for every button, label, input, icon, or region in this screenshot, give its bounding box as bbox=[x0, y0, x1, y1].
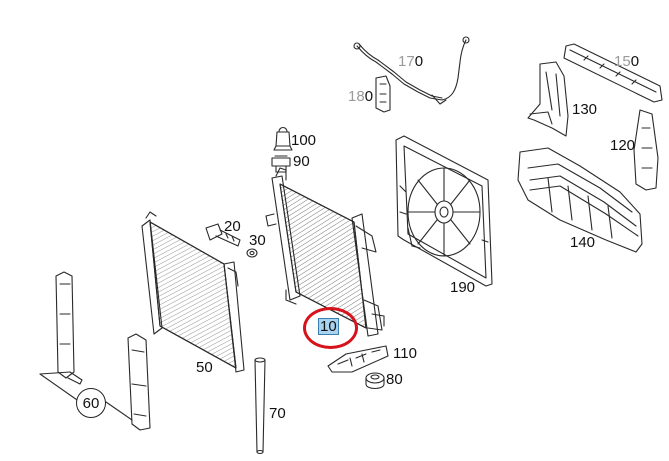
part-label-190[interactable]: 190 bbox=[450, 279, 476, 296]
part-label-100[interactable]: 100 bbox=[291, 132, 317, 149]
part-label-50[interactable]: 50 bbox=[196, 359, 213, 376]
seal-ring-part[interactable] bbox=[246, 248, 258, 258]
part-label-10[interactable]: 10 bbox=[318, 318, 339, 335]
right-air-guide-part[interactable] bbox=[633, 109, 659, 191]
part-label-70[interactable]: 70 bbox=[269, 405, 286, 422]
part-label-30[interactable]: 30 bbox=[249, 232, 266, 249]
condenser-part[interactable] bbox=[141, 211, 245, 373]
side-air-deflector-part[interactable] bbox=[527, 61, 569, 137]
part-label-110[interactable]: 110 bbox=[393, 345, 417, 362]
small-bracket-part[interactable] bbox=[375, 75, 391, 113]
rubber-mount-part[interactable] bbox=[365, 372, 385, 390]
expansion-tank-cap-part[interactable] bbox=[273, 126, 293, 151]
side-mount-brackets-part[interactable] bbox=[39, 271, 151, 431]
part-label-120[interactable]: 120 bbox=[610, 137, 636, 154]
part-label-130[interactable]: 130 bbox=[572, 101, 598, 118]
part-label-60[interactable]: 60 bbox=[76, 388, 106, 418]
drain-screw-part[interactable] bbox=[205, 223, 241, 247]
lower-air-duct-part[interactable] bbox=[517, 147, 643, 253]
filler-plug-part[interactable] bbox=[271, 155, 291, 173]
fan-shroud-part[interactable] bbox=[395, 135, 493, 287]
hose-line-part[interactable] bbox=[353, 36, 470, 105]
lower-mount-bracket-part[interactable] bbox=[327, 345, 389, 373]
part-label-140[interactable]: 140 bbox=[570, 234, 596, 251]
part-label-80[interactable]: 80 bbox=[386, 371, 403, 388]
part-label-180[interactable]: 180 bbox=[348, 88, 374, 105]
part-label-20[interactable]: 20 bbox=[224, 218, 241, 235]
drain-tube-part[interactable] bbox=[254, 357, 266, 455]
part-label-90[interactable]: 90 bbox=[293, 153, 310, 170]
part-label-170[interactable]: 170 bbox=[398, 53, 424, 70]
part-label-150[interactable]: 150 bbox=[614, 53, 640, 70]
upper-crossmember-part[interactable] bbox=[563, 43, 663, 103]
radiator-part[interactable] bbox=[265, 167, 385, 337]
